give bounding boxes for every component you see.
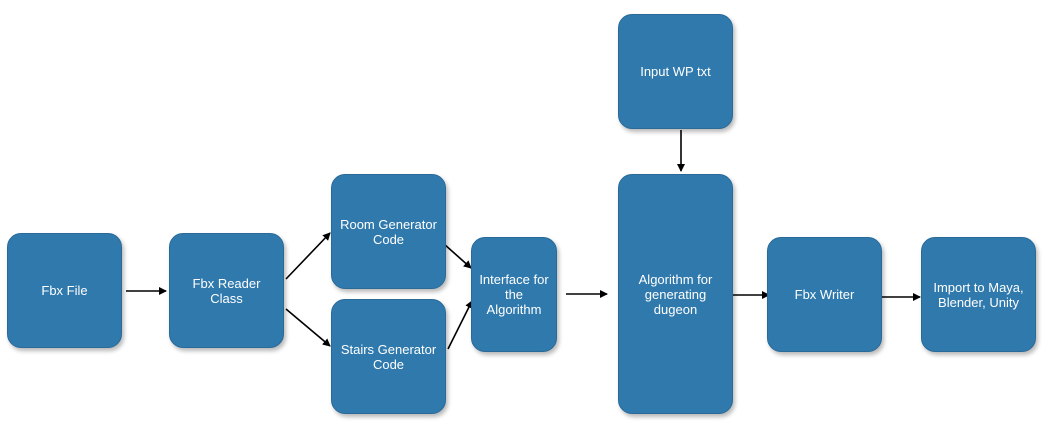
node-stairs-generator-code: Stairs Generator Code: [331, 299, 446, 414]
arrow-stairs-generator-to-interface: [447, 300, 473, 350]
node-fbx-file-label: Fbx File: [41, 283, 88, 298]
node-room-generator-code-label: Room Generator Code: [340, 216, 437, 247]
node-fbx-reader-class-label: Fbx Reader Class: [192, 275, 261, 306]
node-import-targets-label: Import to Maya, Blender, Unity: [933, 279, 1024, 310]
node-algorithm-interface: Interface for the Algorithm: [471, 237, 557, 352]
node-algorithm-interface-label: Interface for the Algorithm: [479, 272, 549, 317]
arrow-reader-to-stairs-generator: [285, 308, 331, 347]
node-fbx-writer-label: Fbx Writer: [794, 287, 855, 302]
node-fbx-writer: Fbx Writer: [767, 237, 882, 352]
node-import-targets: Import to Maya, Blender, Unity: [921, 237, 1036, 352]
arrow-reader-to-room-generator: [285, 232, 331, 280]
node-dungeon-algorithm: Algorithm for generating dugeon: [618, 174, 733, 414]
arrow-room-generator-to-interface: [443, 243, 472, 269]
node-room-generator-code: Room Generator Code: [331, 174, 446, 289]
node-dungeon-algorithm-label: Algorithm for generating dugeon: [638, 271, 713, 317]
node-fbx-file: Fbx File: [7, 233, 122, 348]
node-fbx-reader-class: Fbx Reader Class: [169, 233, 284, 348]
node-stairs-generator-code-label: Stairs Generator Code: [340, 341, 437, 372]
node-input-wp-txt-label: Input WP txt: [640, 64, 711, 79]
node-input-wp-txt: Input WP txt: [618, 14, 733, 129]
